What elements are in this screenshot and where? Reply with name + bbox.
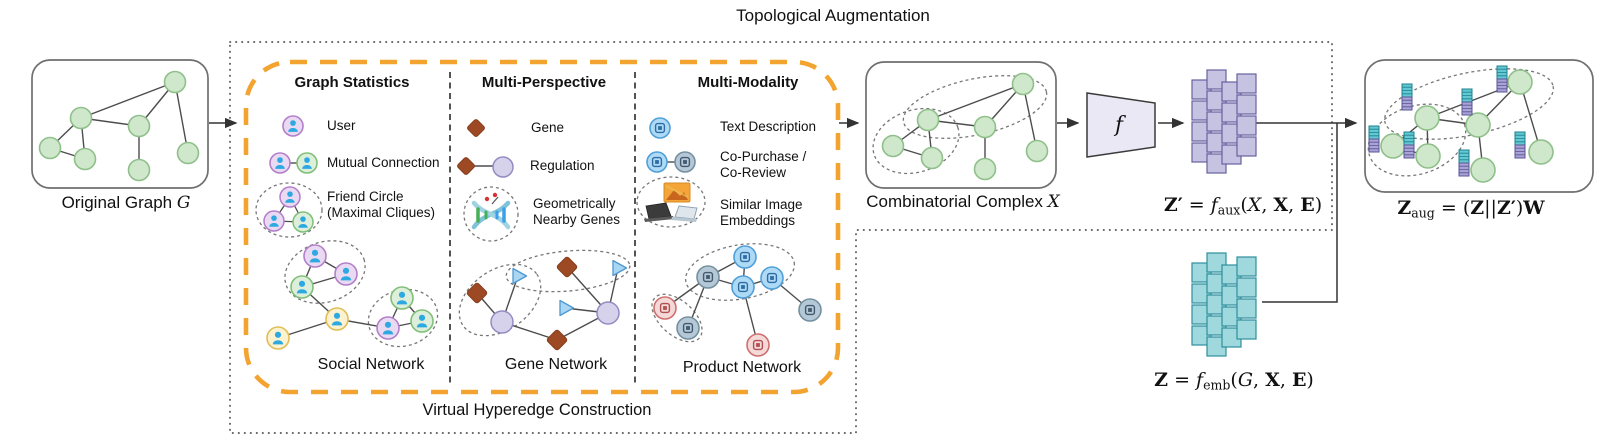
original-graph-box	[31, 59, 209, 189]
f-encoder-block	[1086, 92, 1156, 158]
gene-network-graph	[458, 249, 631, 352]
column-header-multi-modality: Multi-Modality	[697, 74, 799, 91]
column-separators	[449, 72, 636, 384]
mutual-connection-icon	[269, 152, 318, 174]
column-header-graph-statistics: Graph Statistics	[294, 74, 410, 91]
legend-co-purchase: Co-Purchase / Co-Review	[720, 149, 807, 180]
f-label: f	[1115, 112, 1123, 137]
user-node-icon	[282, 115, 304, 137]
image-embedding-icon	[636, 176, 706, 228]
legend-user: User	[327, 118, 356, 133]
combinatorial-complex-box	[865, 61, 1057, 189]
laptop-light-icon	[671, 205, 698, 222]
legend-friend-circle: Friend Circle (Maximal Cliques)	[327, 189, 436, 220]
legend-gene: Gene	[531, 120, 565, 135]
gene-diamond-icon	[466, 118, 486, 138]
dna-icon	[463, 186, 519, 242]
legend-geometrically-nearby: Geometrically Nearby Genes	[533, 196, 621, 227]
virtual-hyperedge-construction-label: Virtual Hyperedge Construction	[422, 401, 652, 419]
laptop-dark-icon	[644, 202, 674, 222]
legend-mutual-connection: Mutual Connection	[327, 155, 440, 170]
z-prime-formula: Z′ = faux(X, X, E)	[1163, 194, 1323, 218]
text-description-icon	[649, 117, 671, 139]
regulation-icon	[456, 156, 514, 178]
legend-regulation: Regulation	[530, 158, 595, 173]
column-header-multi-perspective: Multi-Perspective	[481, 74, 607, 91]
product-network-label: Product Network	[682, 359, 802, 376]
legend-text-description: Text Description	[720, 119, 817, 134]
virtual-hyperedge-border	[243, 59, 841, 395]
social-network-label: Social Network	[317, 356, 425, 373]
z-prime-stack	[1191, 69, 1257, 174]
z-emb-stack	[1191, 252, 1257, 357]
z-aug-box	[1364, 59, 1594, 193]
z-emb-formula: Z = femb(G, X, E)	[1154, 369, 1314, 393]
product-network-graph	[651, 243, 822, 357]
image-thumbnail-icon	[663, 182, 691, 203]
combinatorial-complex-label: Combinatorial Complex X	[866, 192, 1060, 212]
flow-lines	[209, 117, 1358, 303]
friend-circle-icon	[255, 182, 323, 238]
legend-similar-image: Similar Image Embeddings	[720, 197, 803, 228]
topological-augmentation-label: Topological Augmentation	[736, 6, 930, 25]
original-graph-label: Original Graph G	[61, 193, 191, 213]
z-aug-formula: Zaug = (Z||Z′)W	[1397, 197, 1545, 221]
gene-network-label: Gene Network	[504, 356, 608, 373]
co-purchase-icon	[646, 151, 696, 173]
social-network-graph	[266, 240, 439, 350]
